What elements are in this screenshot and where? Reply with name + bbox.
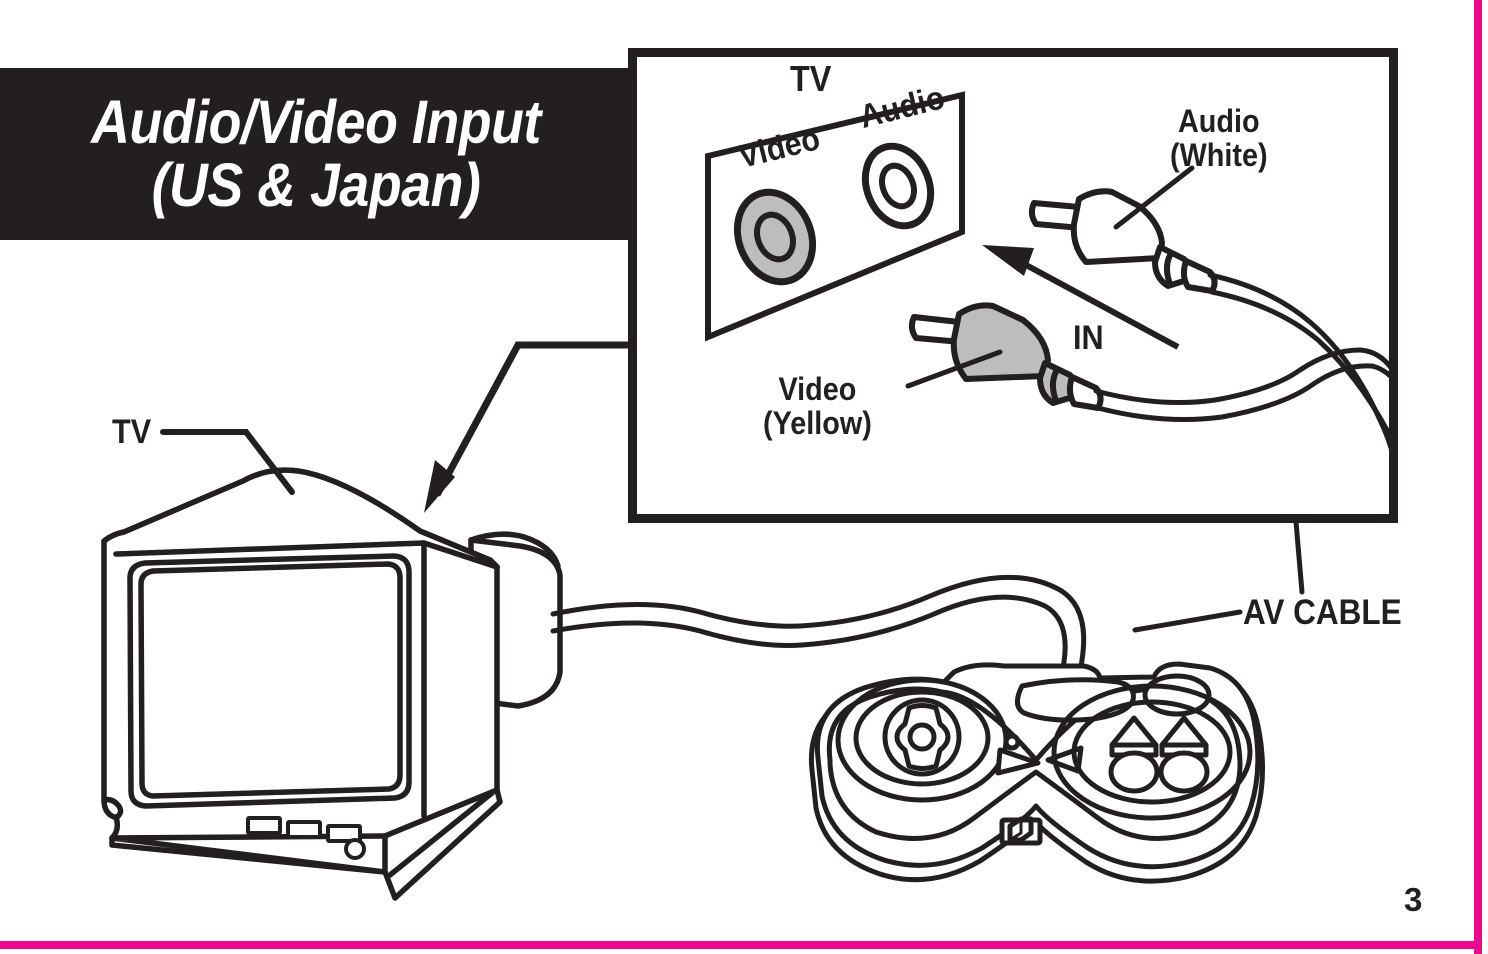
jack-audio (861, 142, 935, 230)
label-tv-panel: TV (790, 58, 832, 99)
tv-rear-top (468, 531, 561, 569)
label-in-direction: IN (1073, 319, 1104, 357)
page-title-line-1: Audio/Video Input (91, 88, 541, 157)
label-video-yellow-line2: (Yellow) (763, 405, 872, 442)
tv-screen (138, 561, 403, 799)
game-controller-illustration (808, 661, 1265, 884)
controller-button-a-base (1109, 742, 1159, 758)
label-video-yellow-line1: Video (778, 371, 857, 407)
label-audio-white-line2: (White) (1170, 137, 1268, 174)
page-title-line-2: (US & Japan) (151, 151, 481, 219)
label-audio-white: Audio (White) (1170, 104, 1268, 172)
plug-audio-collar-line (1164, 250, 1175, 286)
in-direction-arrowhead (982, 245, 1034, 276)
label-av-cable: AV CABLE (1243, 593, 1402, 632)
jack-video (733, 188, 817, 286)
controller-button-c (1108, 750, 1160, 794)
page-number: 3 (1404, 881, 1423, 918)
controller-dpad-ring-mid (853, 689, 991, 787)
plug-video-collar-line (1050, 366, 1061, 403)
page-title: Audio/Video Input (US & Japan) (38, 68, 594, 240)
inset-callout-arrowhead (424, 460, 455, 513)
av-cable-edge-top (550, 574, 1087, 713)
tv-set-illustration (101, 467, 563, 901)
cable-audio-white (1207, 272, 1389, 450)
cable-video (1093, 347, 1389, 423)
av-cable-run (550, 574, 1087, 713)
tv-button-3 (326, 824, 362, 843)
inset-illustration (705, 91, 1389, 450)
in-direction-arrow (1013, 256, 1180, 350)
inset-detail-box (628, 48, 1398, 523)
tv-top-front-edge (113, 540, 500, 570)
trim-line-right (1474, 0, 1482, 954)
tv-button-1 (246, 816, 282, 835)
trim-line-bottom (0, 941, 1482, 949)
label-audio-white-line1: Audio (1177, 103, 1260, 139)
controller-facebutton-nest-outer (1051, 683, 1253, 821)
jack-video-inner (754, 211, 796, 263)
controller-arrow-left (995, 747, 1041, 776)
inset-clip-region (637, 57, 1389, 514)
controller-facebutton-nest-inner (1071, 699, 1233, 805)
inset-callout-leader (433, 341, 628, 497)
controller-button-d (1158, 750, 1210, 794)
tv-base-slab-line2 (387, 790, 495, 878)
tv-control-buttons (246, 816, 366, 860)
label-video-yellow: Video (Yellow) (763, 372, 872, 440)
title-banner: Audio/Video Input (US & Japan) (0, 68, 632, 240)
jack-audio-inner (879, 162, 917, 210)
tv-indicator-led (344, 838, 366, 860)
controller-button-b-base (1159, 742, 1209, 758)
tv-left-notch (101, 796, 124, 821)
av-cable-edge-bottom (550, 594, 1068, 709)
leader-audio-white (1113, 165, 1195, 230)
controller-led-dot (1003, 733, 1021, 751)
leader-video-yellow (905, 349, 1003, 389)
controller-dpad-center (907, 722, 937, 752)
label-tv-main: TV (112, 413, 152, 451)
controller-bottom-port-detail2 (1009, 817, 1023, 842)
tv-button-2 (286, 820, 322, 839)
tv-label-leader (160, 429, 295, 495)
